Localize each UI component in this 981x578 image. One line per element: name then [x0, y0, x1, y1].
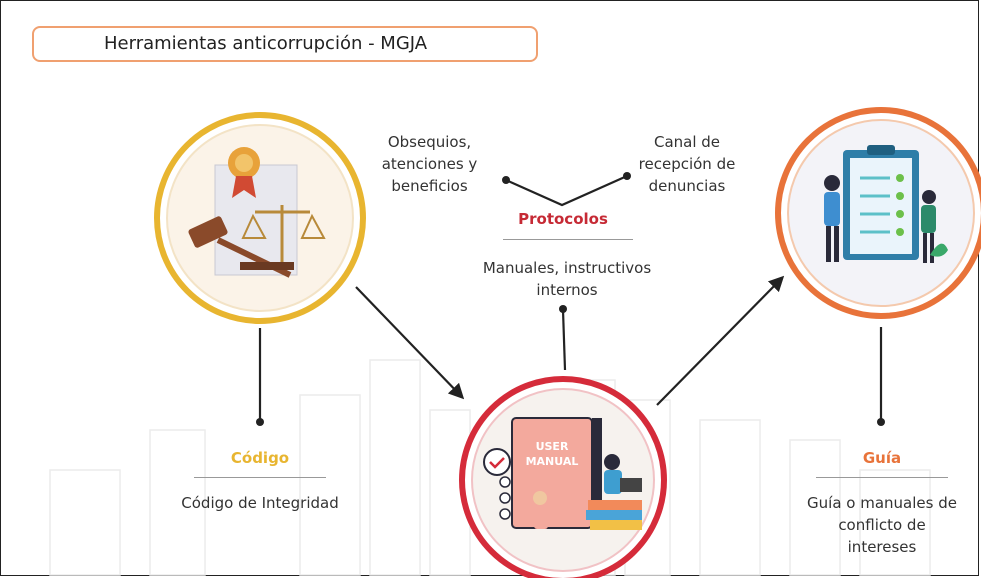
codigo-heading: Código [230, 449, 290, 467]
connector-protocol-branches [505, 174, 628, 207]
protocolos-divider [503, 239, 633, 240]
svg-text:MANUAL: MANUAL [526, 455, 579, 468]
guia-divider [816, 477, 948, 478]
protocolos-branch-right: Canal de recepción de denuncias [638, 133, 736, 195]
guia-heading: Guía [862, 449, 902, 467]
gavel-scales-icon [188, 147, 326, 278]
guia-circle [775, 107, 981, 319]
svg-text:USER: USER [536, 440, 569, 453]
guia-text: Guía o manuales de conflicto de interese… [807, 494, 957, 556]
codigo-text: Código de Integridad [181, 494, 339, 512]
checklist-board-icon [824, 145, 948, 263]
codigo-circle [154, 112, 366, 324]
connector-protocolos [561, 309, 567, 371]
arrow-codigo-to-protocolos [355, 286, 465, 400]
user-manual-icon: USER MANUAL [483, 417, 642, 530]
protocolos-branch-left: Obsequios, atenciones y beneficios [381, 133, 478, 195]
codigo-divider [194, 477, 326, 478]
arrow-protocolos-to-guia [656, 275, 785, 406]
protocolos-circle: USER MANUAL [459, 376, 667, 578]
diagram-title: Herramientas anticorrupción - MGJA [32, 26, 538, 62]
protocolos-text: Manuales, instructivos internos [482, 259, 652, 299]
skyline-background [49, 359, 931, 576]
protocolos-heading: Protocolos [518, 210, 608, 228]
